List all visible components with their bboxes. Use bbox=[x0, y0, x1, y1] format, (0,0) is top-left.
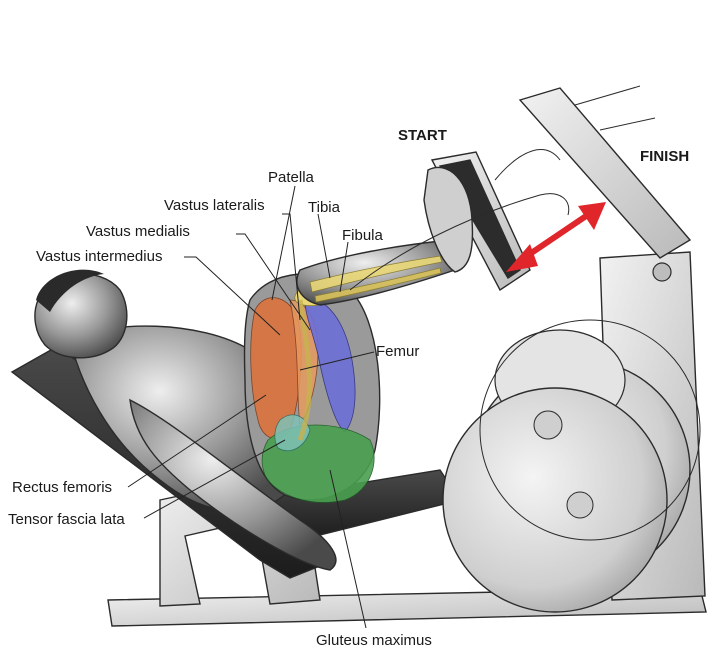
label-vastus-intermedius: Vastus intermedius bbox=[36, 248, 162, 265]
label-fibula: Fibula bbox=[342, 227, 384, 244]
label-femur: Femur bbox=[376, 343, 419, 360]
foot-shoe bbox=[423, 166, 474, 273]
leader-lines bbox=[127, 185, 375, 629]
leader-rectus-femoris bbox=[127, 394, 267, 488]
labels: START FINISH Patella Vastus lateralis Ti… bbox=[8, 127, 689, 649]
leader-vastus-medialis bbox=[236, 233, 311, 331]
arrow-head-finish bbox=[578, 202, 606, 230]
label-finish: FINISH bbox=[640, 148, 689, 165]
label-vastus-medialis: Vastus medialis bbox=[86, 223, 190, 240]
label-gluteus-maximus: Gluteus maximus bbox=[316, 632, 432, 649]
bone-fibula bbox=[314, 267, 442, 303]
guide-line-upper bbox=[574, 85, 641, 106]
leader-patella bbox=[271, 185, 296, 301]
weight-plate-front bbox=[442, 387, 668, 613]
label-patella: Patella bbox=[268, 169, 315, 186]
motion-arrow bbox=[506, 202, 606, 272]
leader-fibula bbox=[339, 241, 349, 293]
bone-tibia bbox=[309, 255, 443, 293]
plate-hole-lower bbox=[566, 491, 594, 519]
sled-rail bbox=[518, 87, 692, 259]
athlete-figure bbox=[34, 149, 570, 571]
guide-line-lower bbox=[599, 117, 656, 131]
label-tibia: Tibia bbox=[308, 199, 341, 216]
leader-vastus-intermedius bbox=[184, 256, 281, 336]
hair bbox=[36, 269, 104, 312]
label-tensor-fascia-lata: Tensor fascia lata bbox=[8, 511, 125, 528]
finish-leg-outline bbox=[349, 193, 570, 291]
plate-hole-upper bbox=[533, 410, 563, 440]
finish-foot-outline bbox=[494, 149, 561, 181]
label-rectus-femoris: Rectus femoris bbox=[12, 479, 112, 496]
arm bbox=[129, 398, 337, 571]
arrow-head-start bbox=[506, 244, 538, 272]
finish-path-outline bbox=[479, 319, 701, 541]
label-vastus-lateralis: Vastus lateralis bbox=[164, 197, 265, 214]
leader-tibia bbox=[317, 213, 331, 279]
leader-vastus-lateralis bbox=[282, 213, 301, 321]
muscle-tensor-fascia-lata bbox=[274, 414, 311, 452]
leader-tensor-fascia-lata bbox=[143, 439, 286, 519]
leader-gluteus-maximus bbox=[329, 469, 367, 629]
label-start: START bbox=[398, 127, 447, 144]
column-bolt bbox=[652, 262, 672, 282]
leader-femur bbox=[299, 351, 375, 371]
